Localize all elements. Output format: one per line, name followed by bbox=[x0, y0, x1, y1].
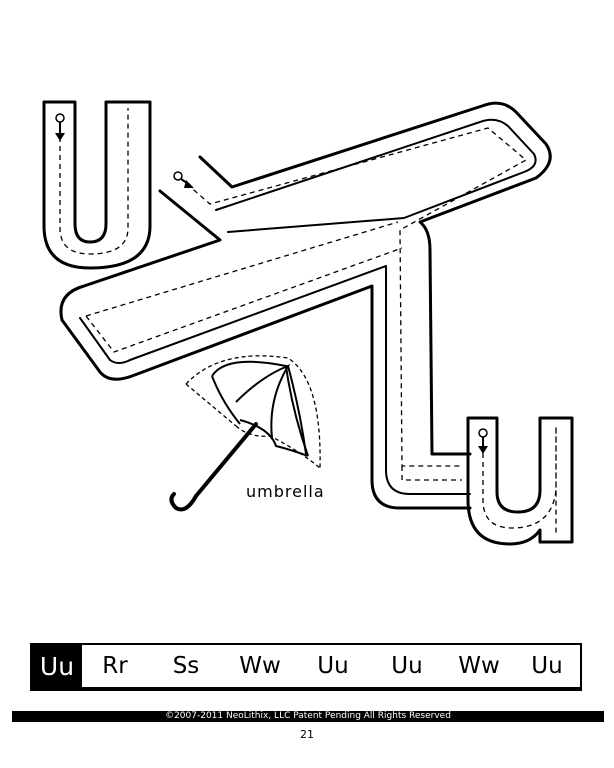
capital-u-guide bbox=[59, 108, 129, 255]
umbrella-label: umbrella bbox=[246, 482, 325, 501]
tracing-path bbox=[59, 101, 552, 510]
start-arrow-icon bbox=[55, 113, 65, 141]
strip-letter: Rr bbox=[102, 653, 128, 679]
capital-u-tracing bbox=[42, 100, 152, 270]
strip-underline bbox=[30, 687, 582, 691]
strip-letter: Uu bbox=[531, 653, 563, 679]
letter-strip: Uu Rr Ss Ww Uu Uu Ww Uu bbox=[30, 643, 582, 689]
lowercase-u-guide bbox=[482, 426, 557, 536]
start-arrow-icon bbox=[478, 428, 488, 454]
strip-letter: Uu bbox=[391, 653, 423, 679]
page-number: 21 bbox=[300, 728, 314, 741]
lowercase-u-tracing bbox=[466, 416, 574, 546]
start-arrow-icon bbox=[173, 171, 194, 188]
umbrella-icon bbox=[169, 355, 321, 512]
copyright-bar: ©2007-2011 NeoLithix, LLC Patent Pending… bbox=[12, 711, 604, 722]
path-guide bbox=[85, 127, 528, 481]
strip-letter: Ss bbox=[172, 653, 200, 679]
strip-letter: Uu bbox=[317, 653, 349, 679]
tracing-artwork bbox=[42, 100, 574, 546]
strip-letter: Ww bbox=[239, 653, 281, 679]
strip-lead-letter: Uu bbox=[32, 645, 82, 687]
strip-letter: Ww bbox=[458, 653, 500, 679]
